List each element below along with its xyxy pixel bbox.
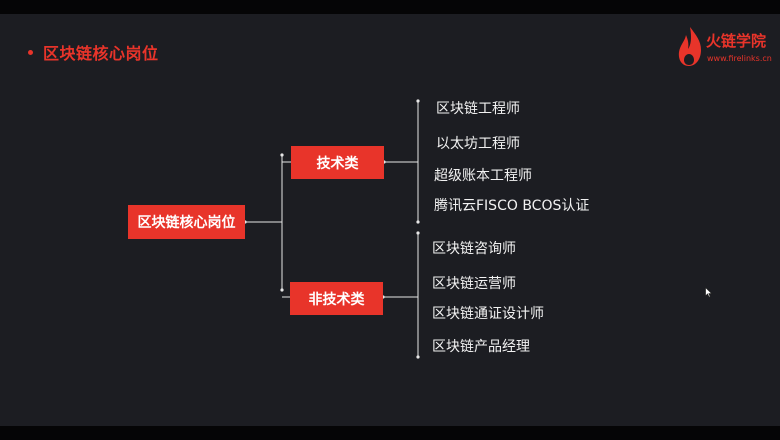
leaf-nontech-2: 区块链运营师 xyxy=(432,276,516,292)
mouse-pointer-icon xyxy=(705,287,713,298)
flame-icon xyxy=(678,27,701,66)
node-dot xyxy=(280,153,284,157)
letterbox-bottom xyxy=(0,426,780,440)
node-dot xyxy=(416,231,420,235)
brand-logo: 火链学院 www.firelinks.cn xyxy=(676,26,776,72)
leaf-tech-2: 以太坊工程师 xyxy=(436,136,520,152)
title-bullet-icon xyxy=(28,49,33,55)
node-dot xyxy=(416,99,420,103)
leaf-nontech-4: 区块链产品经理 xyxy=(432,339,530,355)
leaf-nontech-3: 区块链通证设计师 xyxy=(432,306,544,322)
leaf-tech-3: 超级账本工程师 xyxy=(434,168,532,184)
node-dot xyxy=(416,355,420,359)
letterbox-top xyxy=(0,0,780,14)
node-dot xyxy=(416,220,420,224)
logo-name: 火链学院 xyxy=(706,32,767,50)
branch-node-nontech: 非技术类 xyxy=(290,282,383,315)
branch-node-tech: 技术类 xyxy=(291,146,384,179)
leaf-nontech-1: 区块链咨询师 xyxy=(432,241,516,257)
node-dot xyxy=(280,288,284,292)
slide-title-text: 区块链核心岗位 xyxy=(43,44,159,63)
root-node: 区块链核心岗位 xyxy=(128,205,245,239)
leaf-tech-4: 腾讯云FISCO BCOS认证 xyxy=(434,198,590,214)
logo-url: www.firelinks.cn xyxy=(707,54,772,63)
slide-title: 区块链核心岗位 xyxy=(28,40,159,64)
leaf-tech-1: 区块链工程师 xyxy=(436,101,520,117)
